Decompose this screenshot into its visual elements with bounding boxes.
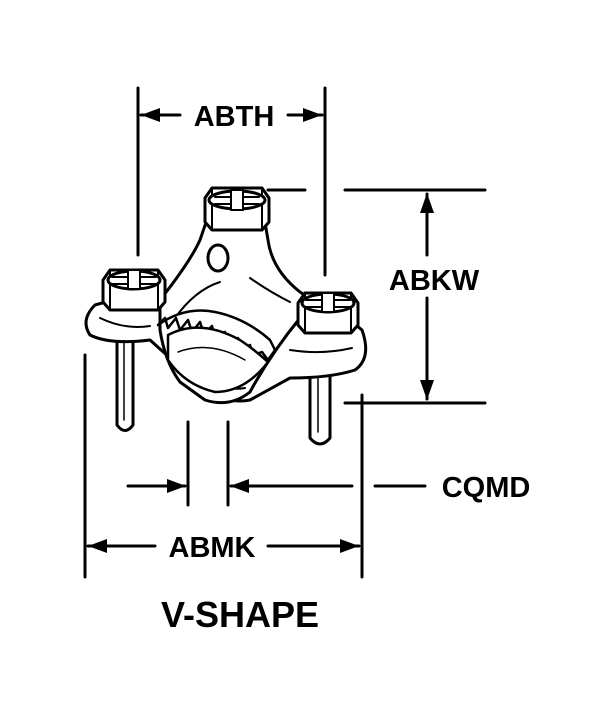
abkw-arrowhead-bottom	[420, 380, 434, 400]
abkw-label: ABKW	[389, 265, 480, 297]
body-hole	[206, 243, 230, 273]
pipe-seat	[166, 326, 270, 394]
abkw-arrowhead-top	[420, 193, 434, 213]
abth-arrowhead-left	[141, 108, 160, 122]
abth-arrowhead-right	[303, 108, 322, 122]
abth-label: ABTH	[194, 101, 275, 133]
dimension-abmk: ABMK	[83, 353, 364, 579]
dimension-abkw: ABKW	[266, 188, 487, 405]
cqmd-label: CQMD	[442, 472, 531, 504]
abmk-label: ABMK	[169, 532, 256, 564]
abmk-arrowhead-left	[88, 539, 107, 553]
bolt-right	[296, 291, 360, 335]
bolt-top	[203, 186, 271, 232]
diagram-title: V-SHAPE	[161, 594, 319, 635]
dimension-cqmd: CQMD	[126, 420, 531, 507]
saddle-shade-right	[289, 347, 353, 354]
pipe-seat-shade	[177, 346, 246, 361]
body-shade-2	[249, 277, 291, 303]
bolt-left	[101, 268, 167, 312]
dimension-abth: ABTH	[136, 86, 327, 277]
abmk-arrowhead-right	[340, 539, 359, 553]
cqmd-arrowhead-left	[167, 479, 186, 493]
saddle-shade-left	[99, 317, 151, 328]
stud-left	[115, 316, 135, 432]
ground-clamp	[84, 186, 368, 446]
cqmd-arrowhead-right	[230, 479, 249, 493]
